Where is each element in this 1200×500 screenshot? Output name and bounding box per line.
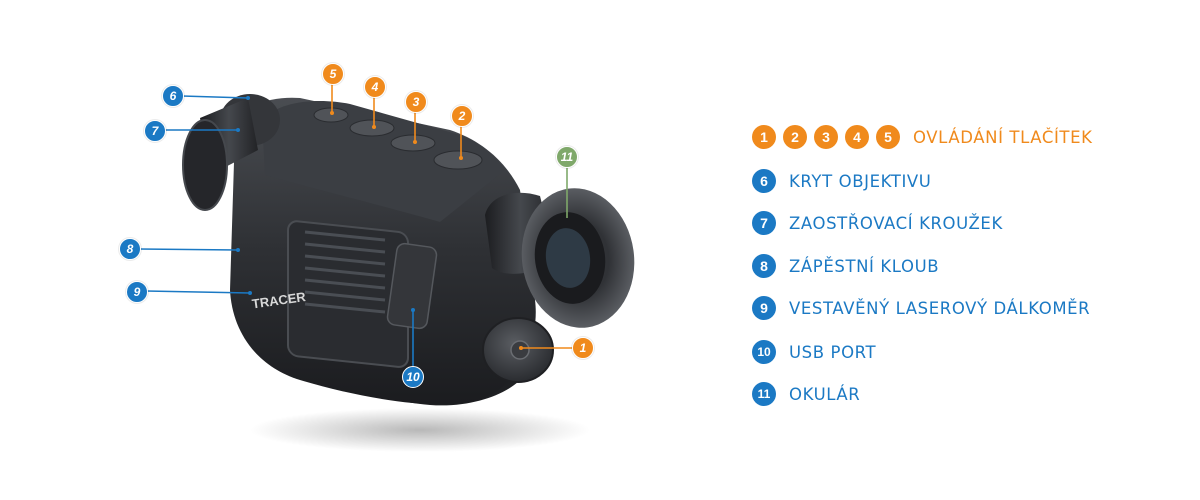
callout-7: 7	[144, 120, 166, 142]
legend-badge-2: 2	[783, 125, 807, 149]
legend-label-11: OKULÁR	[789, 384, 861, 404]
button-2-shape	[433, 150, 483, 170]
leader-lines	[138, 82, 574, 366]
legend-badge-11: 11	[752, 382, 776, 406]
legend-row-11: 11 OKULÁR	[752, 381, 860, 407]
panel-vents	[304, 230, 386, 314]
callout-2: 2	[451, 105, 473, 127]
legend-label-10: USB PORT	[789, 342, 877, 362]
legend-badge-6: 6	[752, 169, 776, 193]
callout-6: 6	[162, 85, 184, 107]
legend-row-9: 9 VESTAVĚNÝ LASEROVÝ DÁLKOMĚR	[752, 295, 1090, 321]
lens-cap	[182, 119, 228, 211]
button-5-shape	[313, 107, 349, 123]
legend-row-buttons: 1 2 3 4 5 OVLÁDÁNÍ TLAČÍTEK	[752, 124, 1093, 150]
button-3-shape	[390, 134, 436, 152]
legend-badge-7: 7	[752, 211, 776, 235]
leader-dots	[236, 96, 523, 350]
legend-row-6: 6 KRYT OBJEKTIVU	[752, 168, 931, 194]
legend-badge-10: 10	[752, 340, 776, 364]
legend-badge-5: 5	[876, 125, 900, 149]
eyepiece-glass	[545, 228, 591, 288]
callout-3: 3	[405, 91, 427, 113]
leader-9	[145, 290, 251, 294]
legend-label-buttons: OVLÁDÁNÍ TLAČÍTEK	[913, 127, 1093, 147]
leader-8	[138, 248, 239, 251]
legend-row-10: 10 USB PORT	[752, 339, 876, 365]
callout-8: 8	[119, 238, 141, 260]
callout-9: 9	[126, 281, 148, 303]
legend-label-9: VESTAVĚNÝ LASEROVÝ DÁLKOMĚR	[789, 298, 1091, 318]
legend-badge-8: 8	[752, 254, 776, 278]
usb-cover	[386, 242, 438, 330]
ground-shadow	[250, 408, 590, 452]
legend-badge-9: 9	[752, 296, 776, 320]
callout-1: 1	[572, 337, 594, 359]
callout-11: 11	[556, 146, 578, 168]
legend-badge-1: 1	[752, 125, 776, 149]
legend-label-8: ZÁPĚSTNÍ KLOUB	[789, 256, 940, 276]
callout-10: 10	[402, 366, 424, 388]
callout-5: 5	[322, 63, 344, 85]
button-4-shape	[349, 119, 395, 137]
leader-6	[181, 95, 249, 99]
legend-label-6: KRYT OBJEKTIVU	[789, 171, 932, 191]
legend-badge-4: 4	[845, 125, 869, 149]
callout-4: 4	[364, 76, 386, 98]
legend-badge-3: 3	[814, 125, 838, 149]
legend-row-8: 8 ZÁPĚSTNÍ KLOUB	[752, 253, 939, 279]
legend-label-7: ZAOSTŘOVACÍ KROUŽEK	[789, 213, 1003, 233]
top-surface	[262, 101, 505, 222]
legend-row-7: 7 ZAOSTŘOVACÍ KROUŽEK	[752, 210, 1003, 236]
power-knob-center	[510, 340, 530, 360]
